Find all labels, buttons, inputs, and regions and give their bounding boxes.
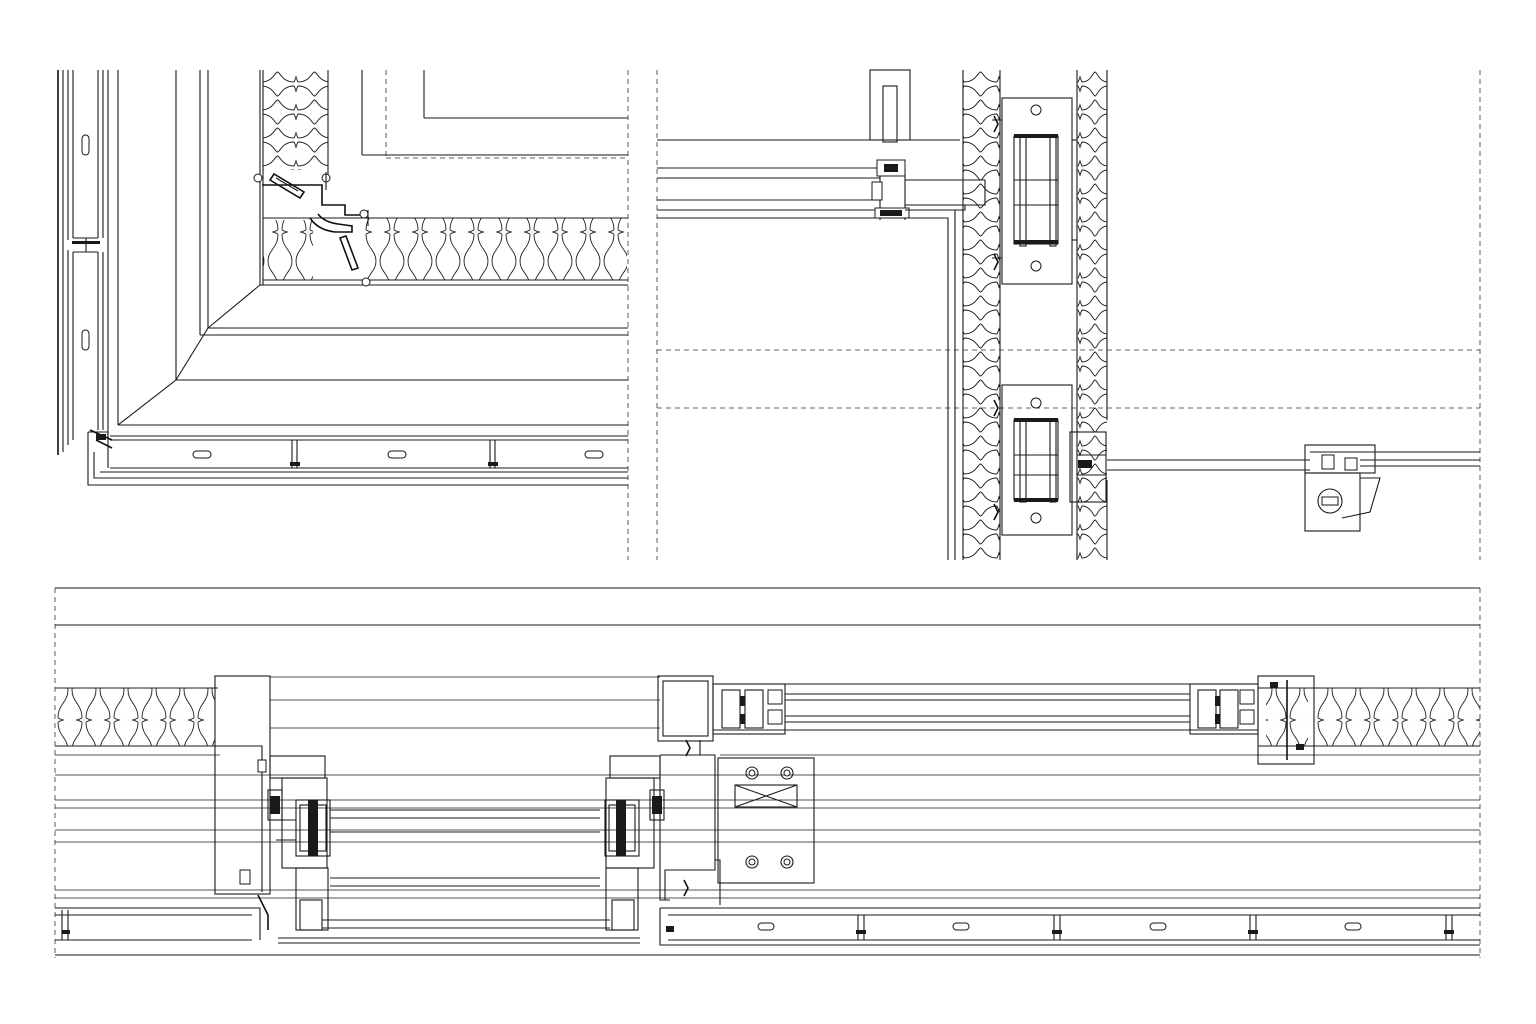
insulation-band-left (55, 687, 218, 747)
left-jamb (214, 675, 331, 931)
horizontal-cladding-panel (87, 429, 628, 486)
sliding-glazing (278, 809, 640, 944)
window-frame (657, 675, 1259, 742)
glazing-frame-right (1107, 444, 1480, 532)
bracket-plate (660, 739, 815, 905)
right-jamb (604, 755, 670, 931)
bracket-upper (992, 97, 1077, 285)
insulation-column-right (1076, 70, 1108, 560)
detail-horizontal-window-section (54, 587, 1481, 958)
corner-connector (253, 172, 371, 287)
horizontal-insulation (263, 217, 628, 281)
detail-corner-section (57, 70, 629, 560)
mullion-top (869, 69, 911, 219)
wall-lining (880, 209, 956, 560)
glazing-frame-horizontal (657, 139, 986, 220)
substructure-lines (55, 676, 1480, 899)
bracket-lower (993, 384, 1107, 536)
vertical-insulation (262, 70, 329, 285)
vertical-cladding-panel (57, 70, 109, 455)
insulation-band-right (1258, 687, 1480, 747)
detail-wall-junction-section (656, 69, 1481, 560)
right-wall-jamb (1257, 675, 1315, 765)
insulation-column-left (962, 70, 1001, 560)
bottom-cladding (55, 907, 1480, 946)
